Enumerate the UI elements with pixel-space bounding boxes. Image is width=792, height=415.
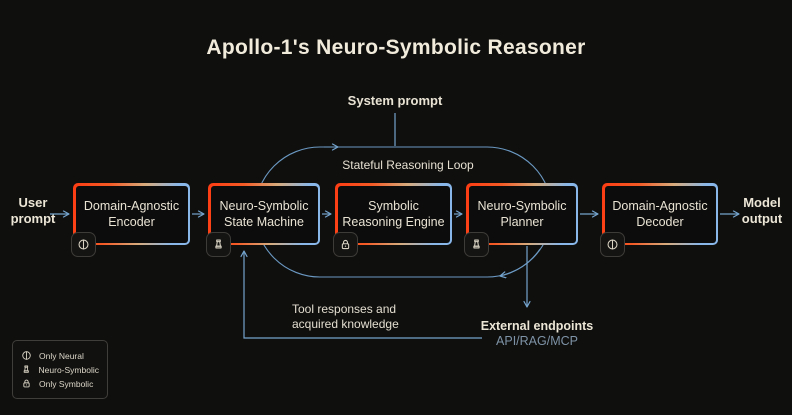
chess-piece-icon	[215, 239, 222, 249]
neuro-symbolic-badge	[464, 232, 489, 257]
only-symbolic-badge	[333, 232, 358, 257]
neuro-symbolic-badge	[206, 232, 231, 257]
node-label: Domain-Agnostic Decoder	[604, 185, 716, 243]
lock-icon	[341, 239, 350, 250]
node-label: Symbolic Reasoning Engine	[337, 185, 450, 243]
system-prompt-label: System prompt	[347, 93, 443, 108]
only-neural-badge	[600, 232, 625, 257]
node-neuro-symbolic-state-machine: Neuro-Symbolic State Machine	[206, 183, 320, 257]
external-endpoints-subtitle: API/RAG/MCP	[496, 334, 578, 348]
external-endpoints: External endpoints API/RAG/MCP	[457, 319, 617, 349]
half-circle-neural-icon	[22, 351, 31, 360]
page-title: Apollo-1's Neuro-Symbolic Reasoner	[206, 36, 586, 59]
external-endpoints-title: External endpoints	[480, 319, 594, 333]
stateful-loop-outline	[254, 146, 553, 278]
chess-piece-icon	[473, 239, 480, 249]
chess-piece-icon	[23, 365, 29, 373]
half-circle-neural-icon	[78, 239, 89, 250]
node-domain-agnostic-encoder: Domain-Agnostic Encoder	[71, 183, 190, 257]
node-domain-agnostic-decoder: Domain-Agnostic Decoder	[600, 183, 718, 257]
node-neuro-symbolic-planner: Neuro-Symbolic Planner	[464, 183, 578, 257]
node-label: Domain-Agnostic Encoder	[75, 185, 188, 243]
tool-responses-label: Tool responses and acquired knowledge	[292, 302, 399, 331]
legend-item-only-neural: Only Neural	[21, 350, 99, 361]
half-circle-neural-icon	[607, 239, 618, 250]
only-neural-badge	[71, 232, 96, 257]
user-prompt-label: User prompt	[10, 195, 56, 226]
legend-item-neuro-symbolic: Neuro-Symbolic	[21, 364, 99, 375]
node-symbolic-reasoning-engine: Symbolic Reasoning Engine	[333, 183, 452, 257]
legend: Only Neural Neuro-Symbolic Only Symbolic	[12, 340, 108, 399]
stateful-reasoning-loop-label: Stateful Reasoning Loop	[342, 158, 474, 172]
legend-item-only-symbolic: Only Symbolic	[21, 378, 99, 389]
lock-icon	[23, 379, 30, 388]
loop-direction-arrow-bottom	[500, 248, 541, 276]
model-output-label: Model output	[741, 195, 783, 226]
arrow-feedback-to-state-machine	[244, 251, 482, 339]
